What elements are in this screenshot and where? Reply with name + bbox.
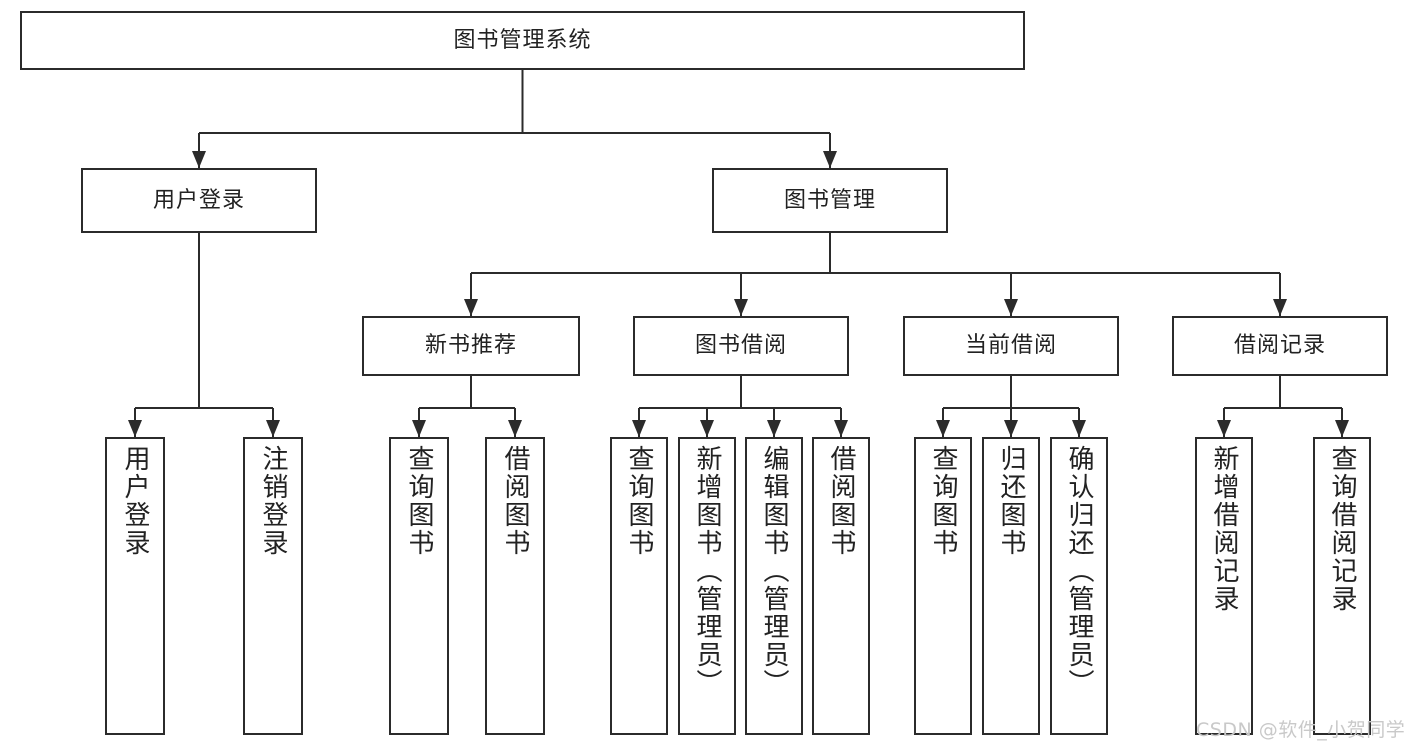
node-leaf-cb-confirm[interactable]: 确认归还（管理员）: [1050, 437, 1108, 735]
node-label-book-manage: 图书管理: [783, 187, 876, 213]
arrow-head-book-manage: [823, 151, 837, 168]
node-borrow-record[interactable]: 借阅记录: [1172, 316, 1388, 376]
node-leaf-bb-query[interactable]: 查询图书: [610, 437, 668, 735]
arrow-head-leaf-bb-borrow: [834, 420, 848, 437]
arrow-head-leaf-rec-query: [412, 420, 426, 437]
node-current-borrow[interactable]: 当前借阅: [903, 316, 1119, 376]
node-label-leaf-user-login: 用户登录: [120, 445, 150, 557]
node-leaf-logout[interactable]: 注销登录: [243, 437, 303, 735]
node-label-leaf-rec-query: 查询图书: [404, 445, 434, 557]
arrow-head-leaf-user-login: [128, 420, 142, 437]
node-label-leaf-bb-query: 查询图书: [624, 445, 654, 557]
node-label-leaf-cb-query: 查询图书: [928, 445, 958, 557]
node-user-login[interactable]: 用户登录: [81, 168, 317, 233]
node-leaf-br-add[interactable]: 新增借阅记录: [1195, 437, 1253, 735]
node-label-new-book-rec: 新书推荐: [424, 333, 517, 359]
arrow-head-new-book-rec: [464, 299, 478, 316]
node-label-leaf-br-add: 新增借阅记录: [1209, 445, 1239, 613]
node-leaf-cb-query[interactable]: 查询图书: [914, 437, 972, 735]
arrow-head-leaf-cb-confirm: [1072, 420, 1086, 437]
arrow-head-leaf-logout: [266, 420, 280, 437]
node-label-book-borrow: 图书借阅: [694, 333, 787, 359]
arrow-head-leaf-bb-add: [700, 420, 714, 437]
node-leaf-bb-borrow[interactable]: 借阅图书: [812, 437, 870, 735]
node-book-borrow[interactable]: 图书借阅: [633, 316, 849, 376]
node-label-leaf-cb-confirm: 确认归还（管理员）: [1064, 445, 1094, 697]
node-root[interactable]: 图书管理系统: [20, 11, 1025, 70]
arrow-head-leaf-bb-edit: [767, 420, 781, 437]
node-leaf-bb-edit[interactable]: 编辑图书（管理员）: [745, 437, 803, 735]
node-label-leaf-logout: 注销登录: [258, 445, 288, 557]
arrow-head-leaf-rec-borrow: [508, 420, 522, 437]
node-leaf-rec-query[interactable]: 查询图书: [389, 437, 449, 735]
node-leaf-rec-borrow[interactable]: 借阅图书: [485, 437, 545, 735]
arrow-head-borrow-record: [1273, 299, 1287, 316]
node-label-leaf-rec-borrow: 借阅图书: [500, 445, 530, 557]
arrow-head-leaf-br-add: [1217, 420, 1231, 437]
arrow-head-leaf-br-query: [1335, 420, 1349, 437]
arrow-head-leaf-bb-query: [632, 420, 646, 437]
node-new-book-rec[interactable]: 新书推荐: [362, 316, 580, 376]
arrow-head-book-borrow: [734, 299, 748, 316]
node-label-leaf-bb-borrow: 借阅图书: [826, 445, 856, 557]
node-leaf-user-login[interactable]: 用户登录: [105, 437, 165, 735]
node-label-leaf-bb-add: 新增图书（管理员）: [692, 445, 722, 697]
node-label-leaf-cb-return: 归还图书: [996, 445, 1026, 557]
node-label-leaf-bb-edit: 编辑图书（管理员）: [759, 445, 789, 697]
arrow-head-leaf-cb-return: [1004, 420, 1018, 437]
node-label-leaf-br-query: 查询借阅记录: [1327, 445, 1357, 613]
node-leaf-cb-return[interactable]: 归还图书: [982, 437, 1040, 735]
node-leaf-br-query[interactable]: 查询借阅记录: [1313, 437, 1371, 735]
arrow-head-user-login: [192, 151, 206, 168]
arrow-head-current-borrow: [1004, 299, 1018, 316]
node-leaf-bb-add[interactable]: 新增图书（管理员）: [678, 437, 736, 735]
node-book-manage[interactable]: 图书管理: [712, 168, 948, 233]
node-label-root: 图书管理系统: [453, 27, 592, 53]
arrow-head-leaf-cb-query: [936, 420, 950, 437]
node-label-borrow-record: 借阅记录: [1233, 333, 1326, 359]
node-label-current-borrow: 当前借阅: [964, 333, 1057, 359]
node-label-user-login: 用户登录: [152, 187, 245, 213]
